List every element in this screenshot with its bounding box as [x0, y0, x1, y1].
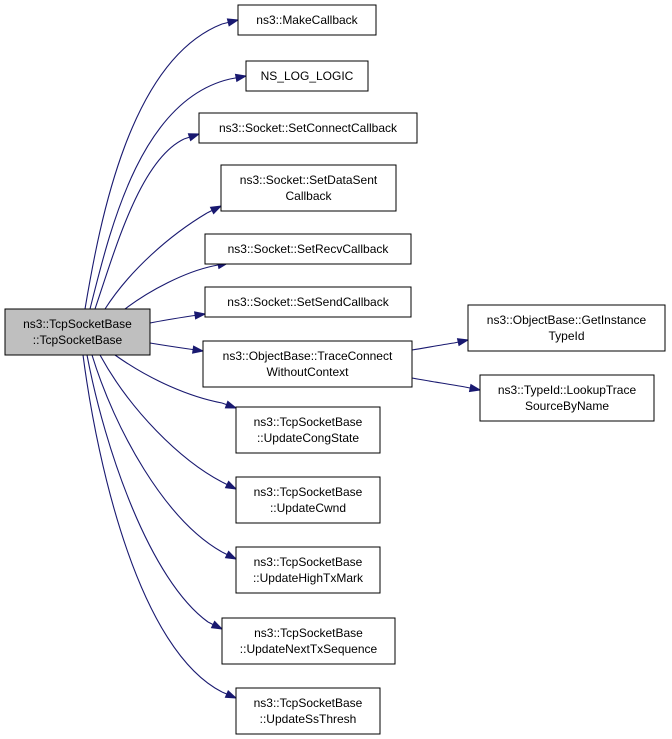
node-update-next-tx-sequence-box — [221, 617, 396, 665]
call-edges — [82, 18, 482, 699]
node-set-send-callback[interactable]: ns3::Socket::SetSendCallback — [204, 286, 412, 318]
node-set-data-sent-callback-label-line-2: Callback — [285, 189, 332, 203]
edge-line — [84, 23, 223, 310]
arrowhead-icon — [187, 133, 201, 142]
node-root-tcp-socket-base[interactable]: ns3::TcpSocketBase ::TcpSocketBase — [4, 308, 151, 356]
node-set-send-callback-label: ns3::Socket::SetSendCallback — [227, 295, 389, 309]
edge-line — [149, 342, 190, 350]
node-ns-log-logic[interactable]: NS_LOG_LOGIC — [245, 60, 369, 92]
node-update-cong-state-box — [235, 406, 381, 454]
node-set-connect-callback[interactable]: ns3::Socket::SetConnectCallback — [198, 112, 418, 144]
arrowhead-icon — [194, 311, 207, 320]
arrowhead-icon — [192, 345, 205, 354]
edge-line — [86, 354, 209, 623]
node-update-ss-thresh-box — [235, 687, 381, 735]
node-set-recv-callback-box — [204, 233, 412, 265]
edge-line — [89, 78, 231, 310]
node-set-recv-callback[interactable]: ns3::Socket::SetRecvCallback — [204, 233, 412, 265]
node-root-box — [4, 308, 151, 356]
node-update-cwnd-label-line-1: ns3::TcpSocketBase — [254, 485, 363, 499]
arrowhead-icon — [224, 480, 238, 490]
edge-line — [91, 354, 223, 553]
node-update-ss-thresh-label-line-2: ::UpdateSsThresh — [260, 712, 357, 726]
arrowhead-icon — [210, 620, 224, 630]
node-set-connect-callback-box — [198, 112, 418, 144]
edge-root-to-update-next-tx-sequence — [86, 354, 224, 630]
node-set-data-sent-callback-box — [220, 164, 397, 212]
node-get-instance-type-id-label-line-2: TypeId — [548, 329, 584, 343]
node-lookup-trace-source-by-name-label-line-2: SourceByName — [525, 399, 609, 413]
node-ns-log-logic-box — [245, 60, 369, 92]
edge-root-to-set-send-callback — [149, 311, 207, 324]
edge-trace-connect-without-context-to-get-instance-type-id — [411, 338, 470, 351]
node-update-ss-thresh[interactable]: ns3::TcpSocketBase ::UpdateSsThresh — [235, 687, 381, 735]
edge-root-to-make-callback — [84, 18, 240, 310]
node-update-cwnd[interactable]: ns3::TcpSocketBase ::UpdateCwnd — [235, 476, 381, 524]
edge-line — [94, 138, 185, 310]
node-make-callback-label: ns3::MakeCallback — [256, 13, 358, 27]
edge-root-to-update-cwnd — [99, 354, 238, 490]
edge-root-to-ns-log-logic — [89, 73, 248, 310]
node-update-cong-state[interactable]: ns3::TcpSocketBase ::UpdateCongState — [235, 406, 381, 454]
node-lookup-trace-source-by-name-label-line-1: ns3::TypeId::LookupTrace — [498, 383, 637, 397]
edge-line — [114, 354, 223, 404]
edge-root-to-update-cong-state — [114, 354, 238, 409]
edge-root-to-update-ss-thresh — [82, 354, 238, 699]
node-trace-connect-without-context-box — [202, 340, 413, 388]
edge-root-to-set-data-sent-callback — [104, 205, 223, 310]
node-update-cwnd-box — [235, 476, 381, 524]
node-update-next-tx-sequence-label-line-2: ::UpdateNextTxSequence — [240, 642, 378, 656]
node-make-callback[interactable]: ns3::MakeCallback — [237, 4, 377, 36]
node-root-label-line-1: ns3::TcpSocketBase — [23, 317, 132, 331]
node-lookup-trace-source-by-name-box — [479, 374, 655, 422]
node-set-data-sent-callback[interactable]: ns3::Socket::SetDataSent Callback — [220, 164, 397, 212]
node-update-cong-state-label-line-1: ns3::TcpSocketBase — [254, 415, 363, 429]
edge-root-to-set-connect-callback — [94, 133, 201, 310]
edge-line — [99, 354, 223, 483]
arrowhead-icon — [468, 383, 482, 393]
edge-line — [104, 212, 208, 310]
node-set-data-sent-callback-label-line-1: ns3::Socket::SetDataSent — [240, 173, 378, 187]
edge-line — [124, 265, 214, 310]
node-update-high-tx-mark[interactable]: ns3::TcpSocketBase ::UpdateHighTxMark — [235, 546, 381, 594]
node-set-connect-callback-label: ns3::Socket::SetConnectCallback — [219, 121, 398, 135]
edge-trace-connect-without-context-to-lookup-trace-source-by-name — [411, 377, 482, 393]
node-update-high-tx-mark-label-line-2: ::UpdateHighTxMark — [253, 571, 364, 585]
node-update-cong-state-label-line-2: ::UpdateCongState — [257, 431, 359, 445]
node-update-high-tx-mark-box — [235, 546, 381, 594]
node-update-next-tx-sequence[interactable]: ns3::TcpSocketBase ::UpdateNextTxSequenc… — [221, 617, 396, 665]
arrowhead-icon — [224, 550, 238, 560]
node-get-instance-type-id-label-line-1: ns3::ObjectBase::GetInstance — [487, 313, 647, 327]
node-set-recv-callback-label: ns3::Socket::SetRecvCallback — [228, 242, 390, 256]
node-update-high-tx-mark-label-line-1: ns3::TcpSocketBase — [254, 555, 363, 569]
edge-line — [411, 342, 455, 351]
node-root-label-line-2: ::TcpSocketBase — [33, 333, 123, 347]
arrowhead-icon — [226, 18, 240, 27]
node-get-instance-type-id[interactable]: ns3::ObjectBase::GetInstance TypeId — [467, 304, 666, 352]
node-trace-connect-without-context[interactable]: ns3::ObjectBase::TraceConnect WithoutCon… — [202, 340, 413, 388]
node-update-ss-thresh-label-line-1: ns3::TcpSocketBase — [254, 696, 363, 710]
arrowhead-icon — [209, 205, 223, 215]
arrowhead-icon — [224, 400, 238, 409]
node-update-cwnd-label-line-2: ::UpdateCwnd — [270, 501, 346, 515]
edge-root-to-update-high-tx-mark — [91, 354, 238, 560]
edge-root-to-trace-connect-without-context — [149, 342, 205, 354]
node-set-send-callback-box — [204, 286, 412, 318]
arrowhead-icon — [456, 338, 470, 347]
node-get-instance-type-id-box — [467, 304, 666, 352]
edge-line — [411, 377, 466, 388]
node-trace-connect-without-context-label-line-2: WithoutContext — [266, 365, 349, 379]
edge-line — [149, 315, 192, 324]
node-make-callback-box — [237, 4, 377, 36]
node-trace-connect-without-context-label-line-1: ns3::ObjectBase::TraceConnect — [223, 349, 393, 363]
arrowhead-icon — [224, 689, 238, 699]
edge-line — [82, 354, 223, 693]
node-lookup-trace-source-by-name[interactable]: ns3::TypeId::LookupTrace SourceByName — [479, 374, 655, 422]
node-update-next-tx-sequence-label-line-1: ns3::TcpSocketBase — [254, 626, 363, 640]
arrowhead-icon — [234, 73, 248, 83]
node-ns-log-logic-label: NS_LOG_LOGIC — [261, 69, 354, 83]
